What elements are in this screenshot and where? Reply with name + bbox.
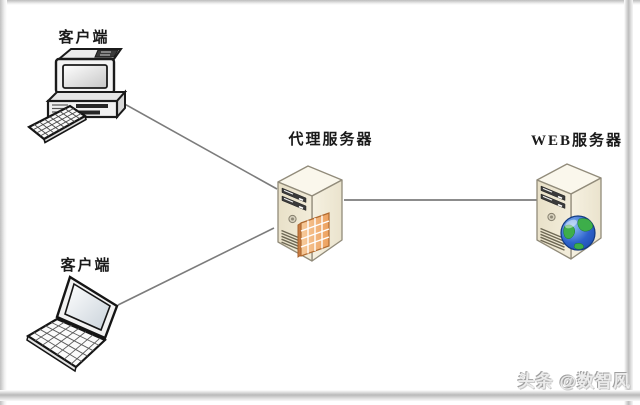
watermark: 头条 @数智风 [517, 372, 631, 391]
connection-client-top-to-proxy [120, 101, 278, 190]
globe-icon [560, 215, 596, 251]
web-server-label: WEB服务器 [530, 133, 623, 149]
laptop-icon [25, 275, 119, 373]
client-bottom-label: 客户端 [60, 258, 112, 274]
firewall-icon [297, 212, 330, 258]
client-top-label: 客户端 [58, 30, 110, 46]
web-server-icon [536, 163, 602, 260]
proxy-server-icon [277, 165, 343, 262]
connection-client-bottom-to-proxy [117, 227, 275, 306]
desktop-computer-icon [26, 48, 128, 144]
proxy-server-label: 代理服务器 [288, 132, 374, 148]
